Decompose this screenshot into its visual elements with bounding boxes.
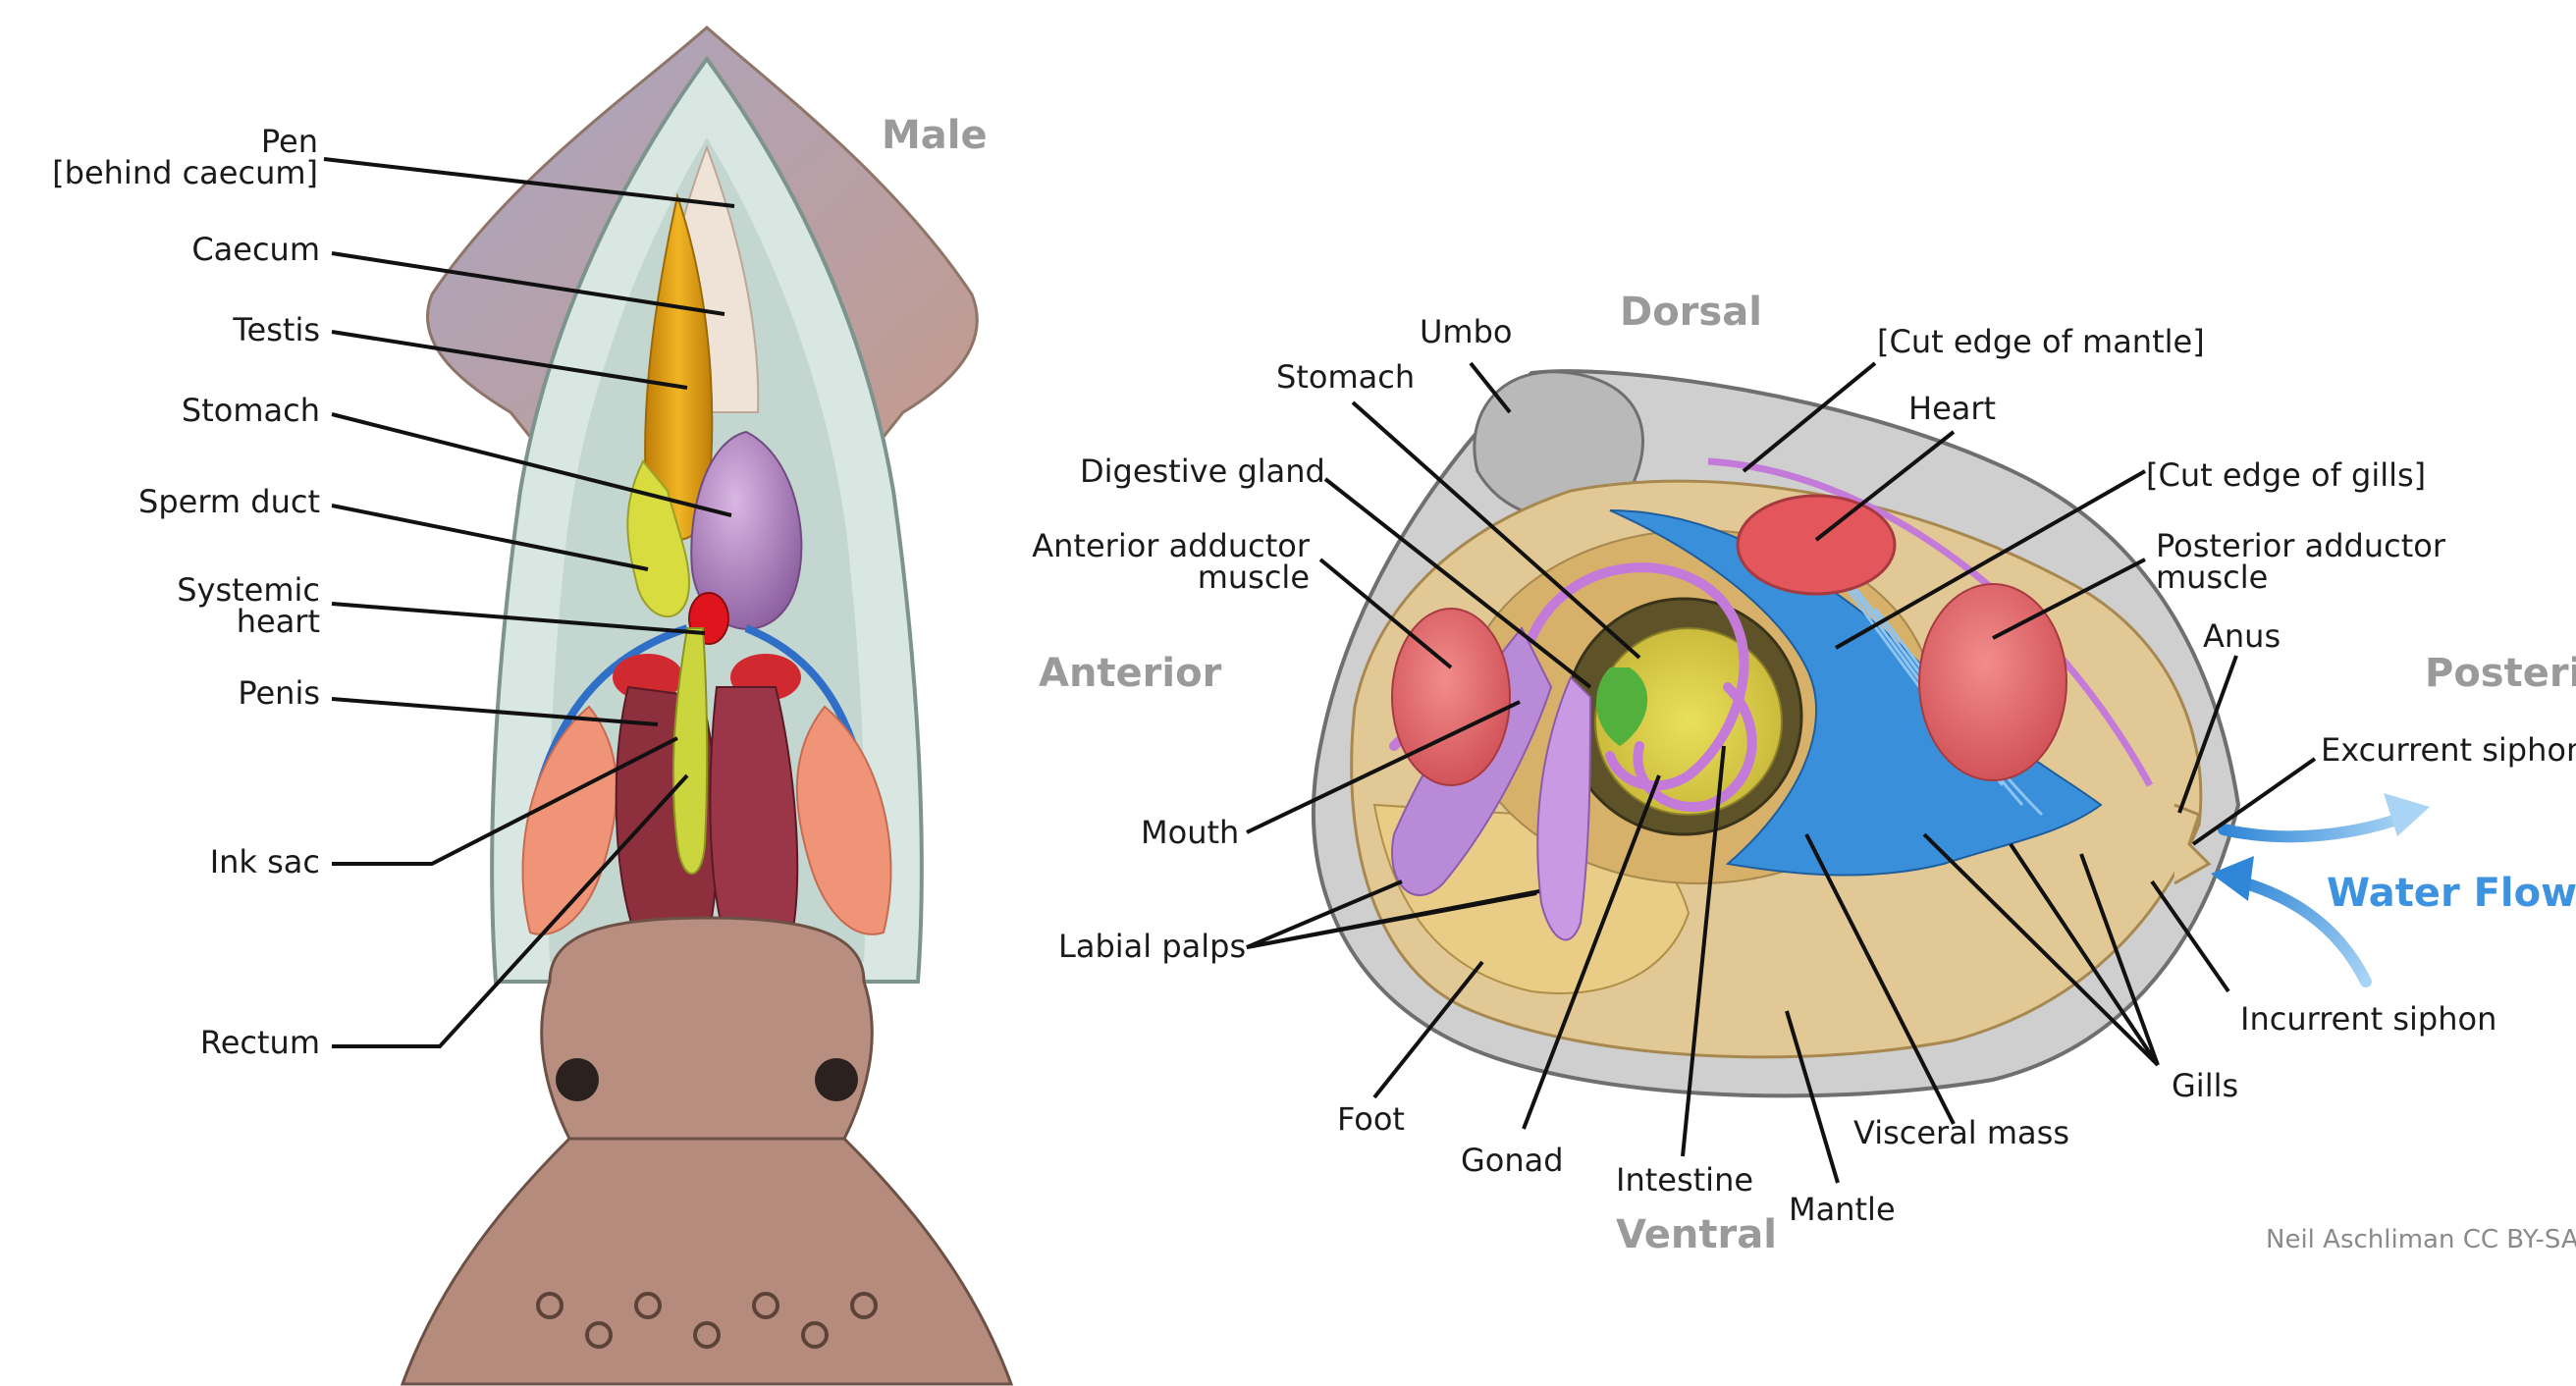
label-mouth: Mouth (1141, 817, 1239, 848)
label-sperm-duct: Sperm duct (138, 486, 320, 517)
label-posterior-adductor-line1: Posterior adductor (2156, 530, 2445, 561)
label-gonad: Gonad (1461, 1145, 1564, 1176)
label-cut-edge-gills: [Cut edge of gills] (2146, 459, 2426, 491)
label-posterior-adductor: Posterior adductor muscle (2156, 530, 2445, 593)
label-systemic-heart-line1: Systemic (177, 574, 320, 606)
water-flow-label: Water Flow (2327, 874, 2576, 913)
label-incurrent-siphon: Incurrent siphon (2240, 1003, 2496, 1035)
label-foot: Foot (1337, 1103, 1405, 1135)
label-testis: Testis (233, 314, 320, 346)
label-heart: Heart (1908, 393, 1996, 424)
squid-eye-right (815, 1058, 858, 1101)
label-anterior-adductor-line1: Anterior adductor (1032, 530, 1310, 561)
squid-eye-left (556, 1058, 599, 1101)
label-mantle: Mantle (1789, 1194, 1896, 1225)
label-anterior-adductor: Anterior adductor muscle (1032, 530, 1310, 593)
label-stomach-clam: Stomach (1276, 361, 1415, 393)
label-digestive-gland: Digestive gland (1080, 455, 1325, 487)
orientation-dorsal: Dorsal (1620, 293, 1762, 332)
label-systemic-heart: Systemic heart (177, 574, 320, 637)
label-ink-sac: Ink sac (210, 846, 320, 878)
label-cut-edge-mantle: [Cut edge of mantle] (1877, 326, 2205, 357)
squid-head (542, 918, 873, 1139)
label-excurrent-siphon: Excurrent siphon (2321, 734, 2576, 766)
water-flow-excurrent-arrow (2224, 817, 2405, 836)
label-pen-line2: [behind caecum] (52, 157, 318, 188)
orientation-anterior: Anterior (1039, 654, 1221, 693)
squid-illustration (324, 27, 1011, 1384)
water-flow-excurrent-head (2384, 793, 2430, 836)
squid-title-male: Male (882, 116, 988, 155)
label-pen-line1: Pen (52, 126, 318, 157)
orientation-ventral: Ventral (1616, 1215, 1777, 1254)
label-posterior-adductor-line2: muscle (2156, 561, 2445, 593)
clam-heart (1738, 496, 1895, 594)
label-penis: Penis (238, 677, 320, 709)
image-credit: Neil Aschliman CC BY-SA 4 (2266, 1227, 2576, 1253)
label-caecum: Caecum (191, 234, 320, 265)
label-intestine: Intestine (1616, 1164, 1753, 1196)
label-pen: Pen [behind caecum] (52, 126, 318, 188)
label-anterior-adductor-line2: muscle (1032, 561, 1310, 593)
label-gills: Gills (2172, 1070, 2238, 1101)
label-stomach-squid: Stomach (182, 395, 320, 426)
label-rectum: Rectum (200, 1027, 320, 1058)
label-umbo: Umbo (1420, 316, 1512, 347)
orientation-posterior: Posterior (2425, 654, 2576, 693)
label-systemic-heart-line2: heart (177, 606, 320, 637)
label-labial-palps: Labial palps (1058, 931, 1246, 962)
label-visceral-mass: Visceral mass (1853, 1117, 2069, 1148)
label-anus: Anus (2203, 620, 2281, 652)
